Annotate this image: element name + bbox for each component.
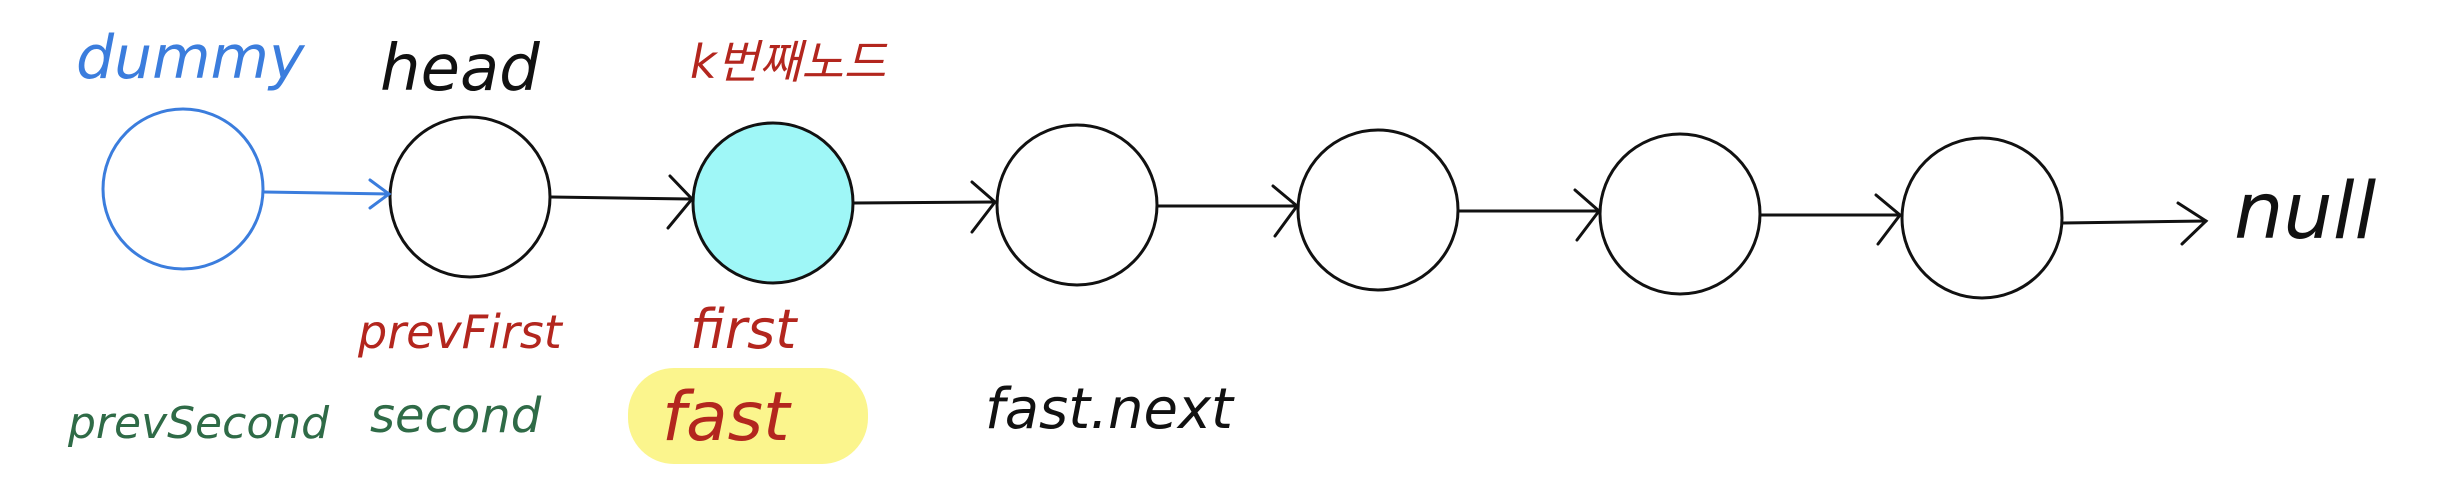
arrow-dummy-to-head <box>262 178 392 210</box>
arrow-4-to-5 <box>1156 184 1300 238</box>
label-kth-node: k번째노드 <box>690 35 888 89</box>
label-second: second <box>370 388 542 444</box>
label-first: first <box>690 298 798 361</box>
label-null: null <box>2234 167 2377 257</box>
label-head: head <box>380 32 540 106</box>
arrow-head-to-kth <box>549 174 695 230</box>
arrow-5-to-6 <box>1457 188 1602 242</box>
label-fast-next: fast.next <box>985 377 1235 442</box>
label-prev-second: prevSecond <box>67 398 330 449</box>
fast-highlight <box>628 368 868 464</box>
arrow-7-to-null <box>2061 201 2209 246</box>
label-prev-first: prevFirst <box>357 305 564 359</box>
arrow-6-to-7 <box>1759 193 1903 246</box>
node-5 <box>1296 128 1460 292</box>
label-dummy: dummy <box>76 23 306 93</box>
node-4 <box>995 123 1159 287</box>
arrow-kth-to-4 <box>852 180 998 234</box>
node-dummy <box>101 107 265 271</box>
node-kth <box>691 121 855 285</box>
node-7 <box>1900 136 2064 300</box>
node-6 <box>1598 132 1762 296</box>
node-head <box>388 115 552 279</box>
label-fast: fast <box>662 378 792 457</box>
